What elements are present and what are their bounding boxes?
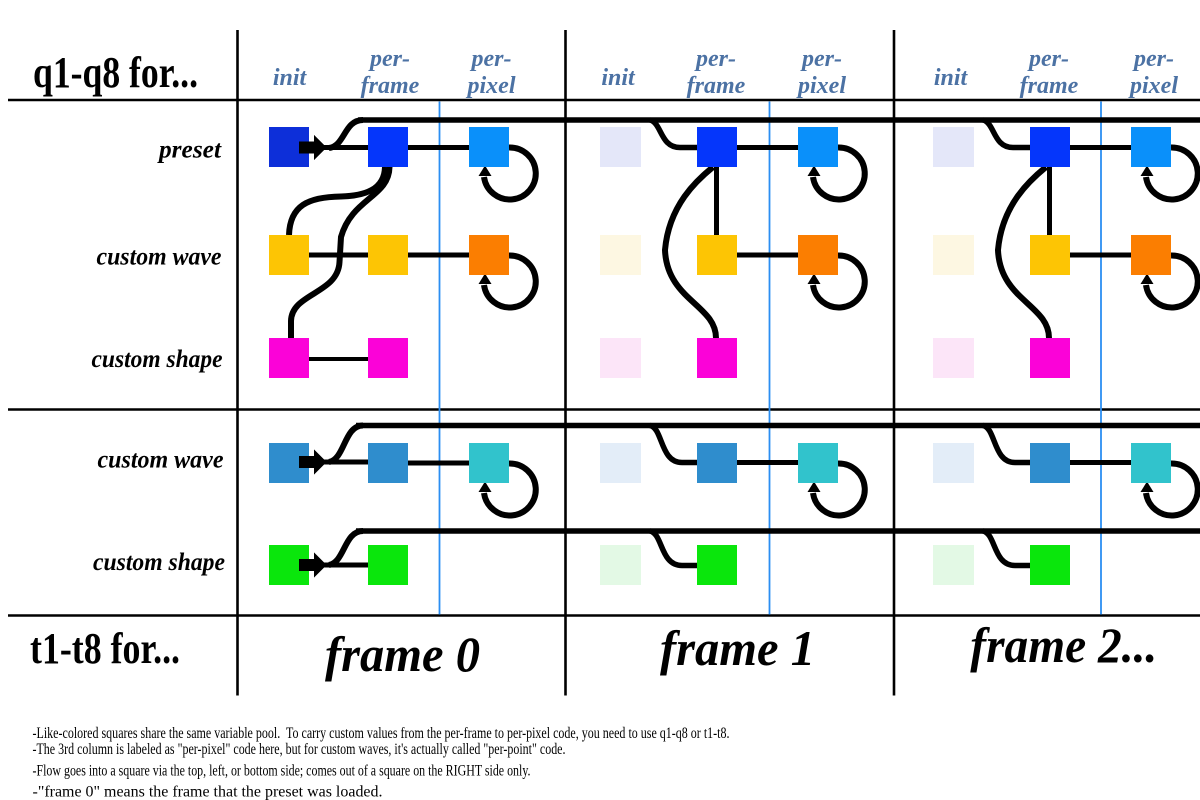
svg-text:-The 3rd column is labeled as: -The 3rd column is labeled as "per-pixel…: [33, 741, 566, 758]
svg-text:t1-t8 for...: t1-t8 for...: [30, 624, 180, 673]
svg-text:init: init: [273, 65, 308, 91]
svg-text:pixel: pixel: [796, 73, 846, 99]
svg-text:init: init: [934, 65, 969, 91]
svg-text:custom wave: custom wave: [98, 445, 224, 474]
svg-text:per-: per-: [694, 46, 736, 72]
svg-text:-Like-colored squares share th: -Like-colored squares share the same var…: [33, 725, 730, 742]
svg-text:preset: preset: [157, 135, 222, 164]
svg-text:frame 0: frame 0: [325, 626, 480, 682]
svg-text:q1-q8 for...: q1-q8 for...: [33, 48, 198, 97]
svg-text:pixel: pixel: [466, 73, 516, 99]
svg-text:-"frame 0" means the frame tha: -"frame 0" means the frame that the pres…: [33, 784, 383, 800]
svg-text:custom shape: custom shape: [93, 547, 225, 576]
svg-text:frame: frame: [687, 73, 746, 99]
svg-text:frame: frame: [1020, 73, 1079, 99]
svg-text:custom shape: custom shape: [92, 344, 223, 373]
svg-text:per-: per-: [470, 46, 512, 72]
svg-text:per-: per-: [800, 46, 842, 72]
svg-text:pixel: pixel: [1128, 73, 1178, 99]
svg-text:init: init: [601, 65, 636, 91]
svg-text:frame 1: frame 1: [660, 620, 815, 676]
svg-text:per-: per-: [1132, 46, 1174, 72]
svg-text:per-: per-: [1027, 46, 1069, 72]
svg-text:frame 2...: frame 2...: [970, 617, 1157, 673]
svg-text:-Flow goes into a square via t: -Flow goes into a square via the top, le…: [33, 762, 531, 779]
svg-text:frame: frame: [361, 73, 420, 99]
svg-text:per-: per-: [368, 46, 410, 72]
svg-text:custom wave: custom wave: [97, 242, 222, 271]
